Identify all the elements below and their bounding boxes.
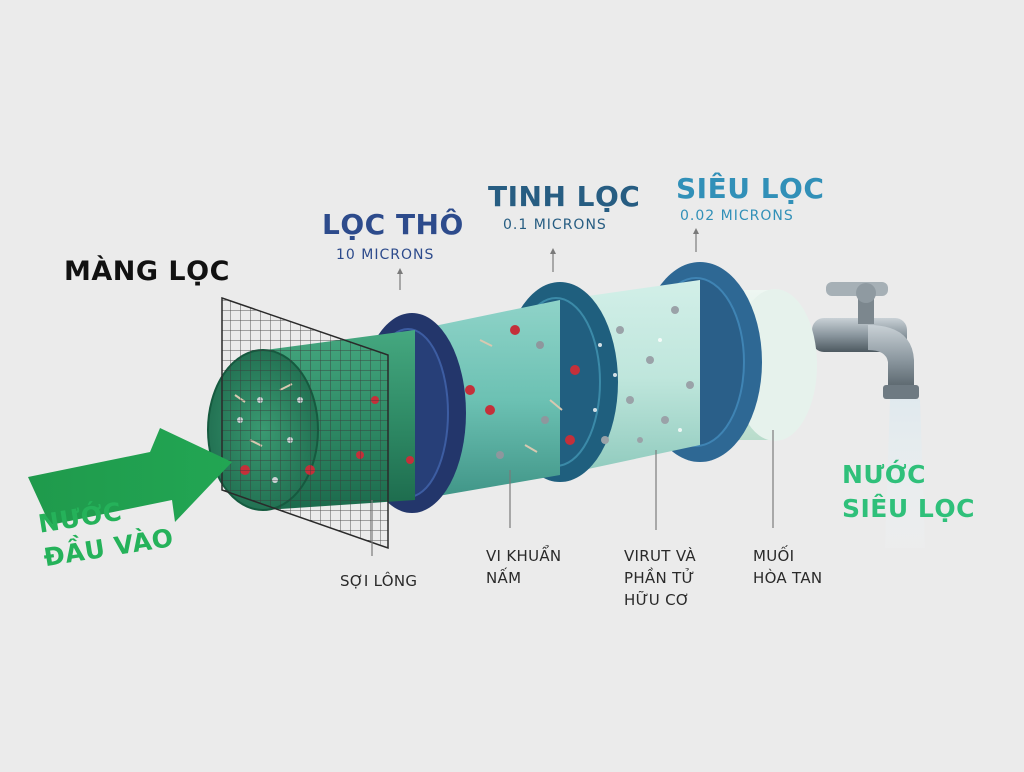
virus-line3: HỮU CƠ [624,591,690,609]
pointer-lines-down [371,430,774,556]
ultra-filter-title: SIÊU LỌC [676,172,825,205]
input-arrow-icon [28,428,232,525]
fine-filter-size: 0.1 MICRONS [503,217,607,233]
salt-line1: MUỐI [753,547,795,565]
pointer-lines-up [399,232,697,290]
fibers-caption: SỢI LÔNG [340,572,418,590]
fine-filter-title: TINH LỌC [488,180,641,213]
membrane-mesh [221,296,389,550]
virus-caption: VIRUT VÀ PHẦN TỬ HỮU CƠ [624,545,696,611]
virus-line1: VIRUT VÀ [624,547,696,565]
bacteria-line2: NẤM [486,569,522,587]
output-water-line2: SIÊU LỌC [842,494,975,523]
output-water-label: NƯỚC SIÊU LỌC [842,458,975,526]
bacteria-caption: VI KHUẨN NẤM [486,545,561,589]
coarse-filter-title: LỌC THÔ [322,208,464,241]
salt-line2: HÒA TAN [753,569,823,587]
ultra-filter-size: 0.02 MICRONS [680,208,794,224]
salt-caption: MUỐI HÒA TAN [753,545,822,589]
bacteria-line1: VI KHUẨN [486,547,562,565]
coarse-filter-size: 10 MICRONS [336,247,435,263]
membrane-title: MÀNG LỌC [64,256,230,287]
output-water-line1: NƯỚC [842,460,926,489]
faucet-icon [812,282,925,548]
virus-line2: PHẦN TỬ [624,569,695,587]
